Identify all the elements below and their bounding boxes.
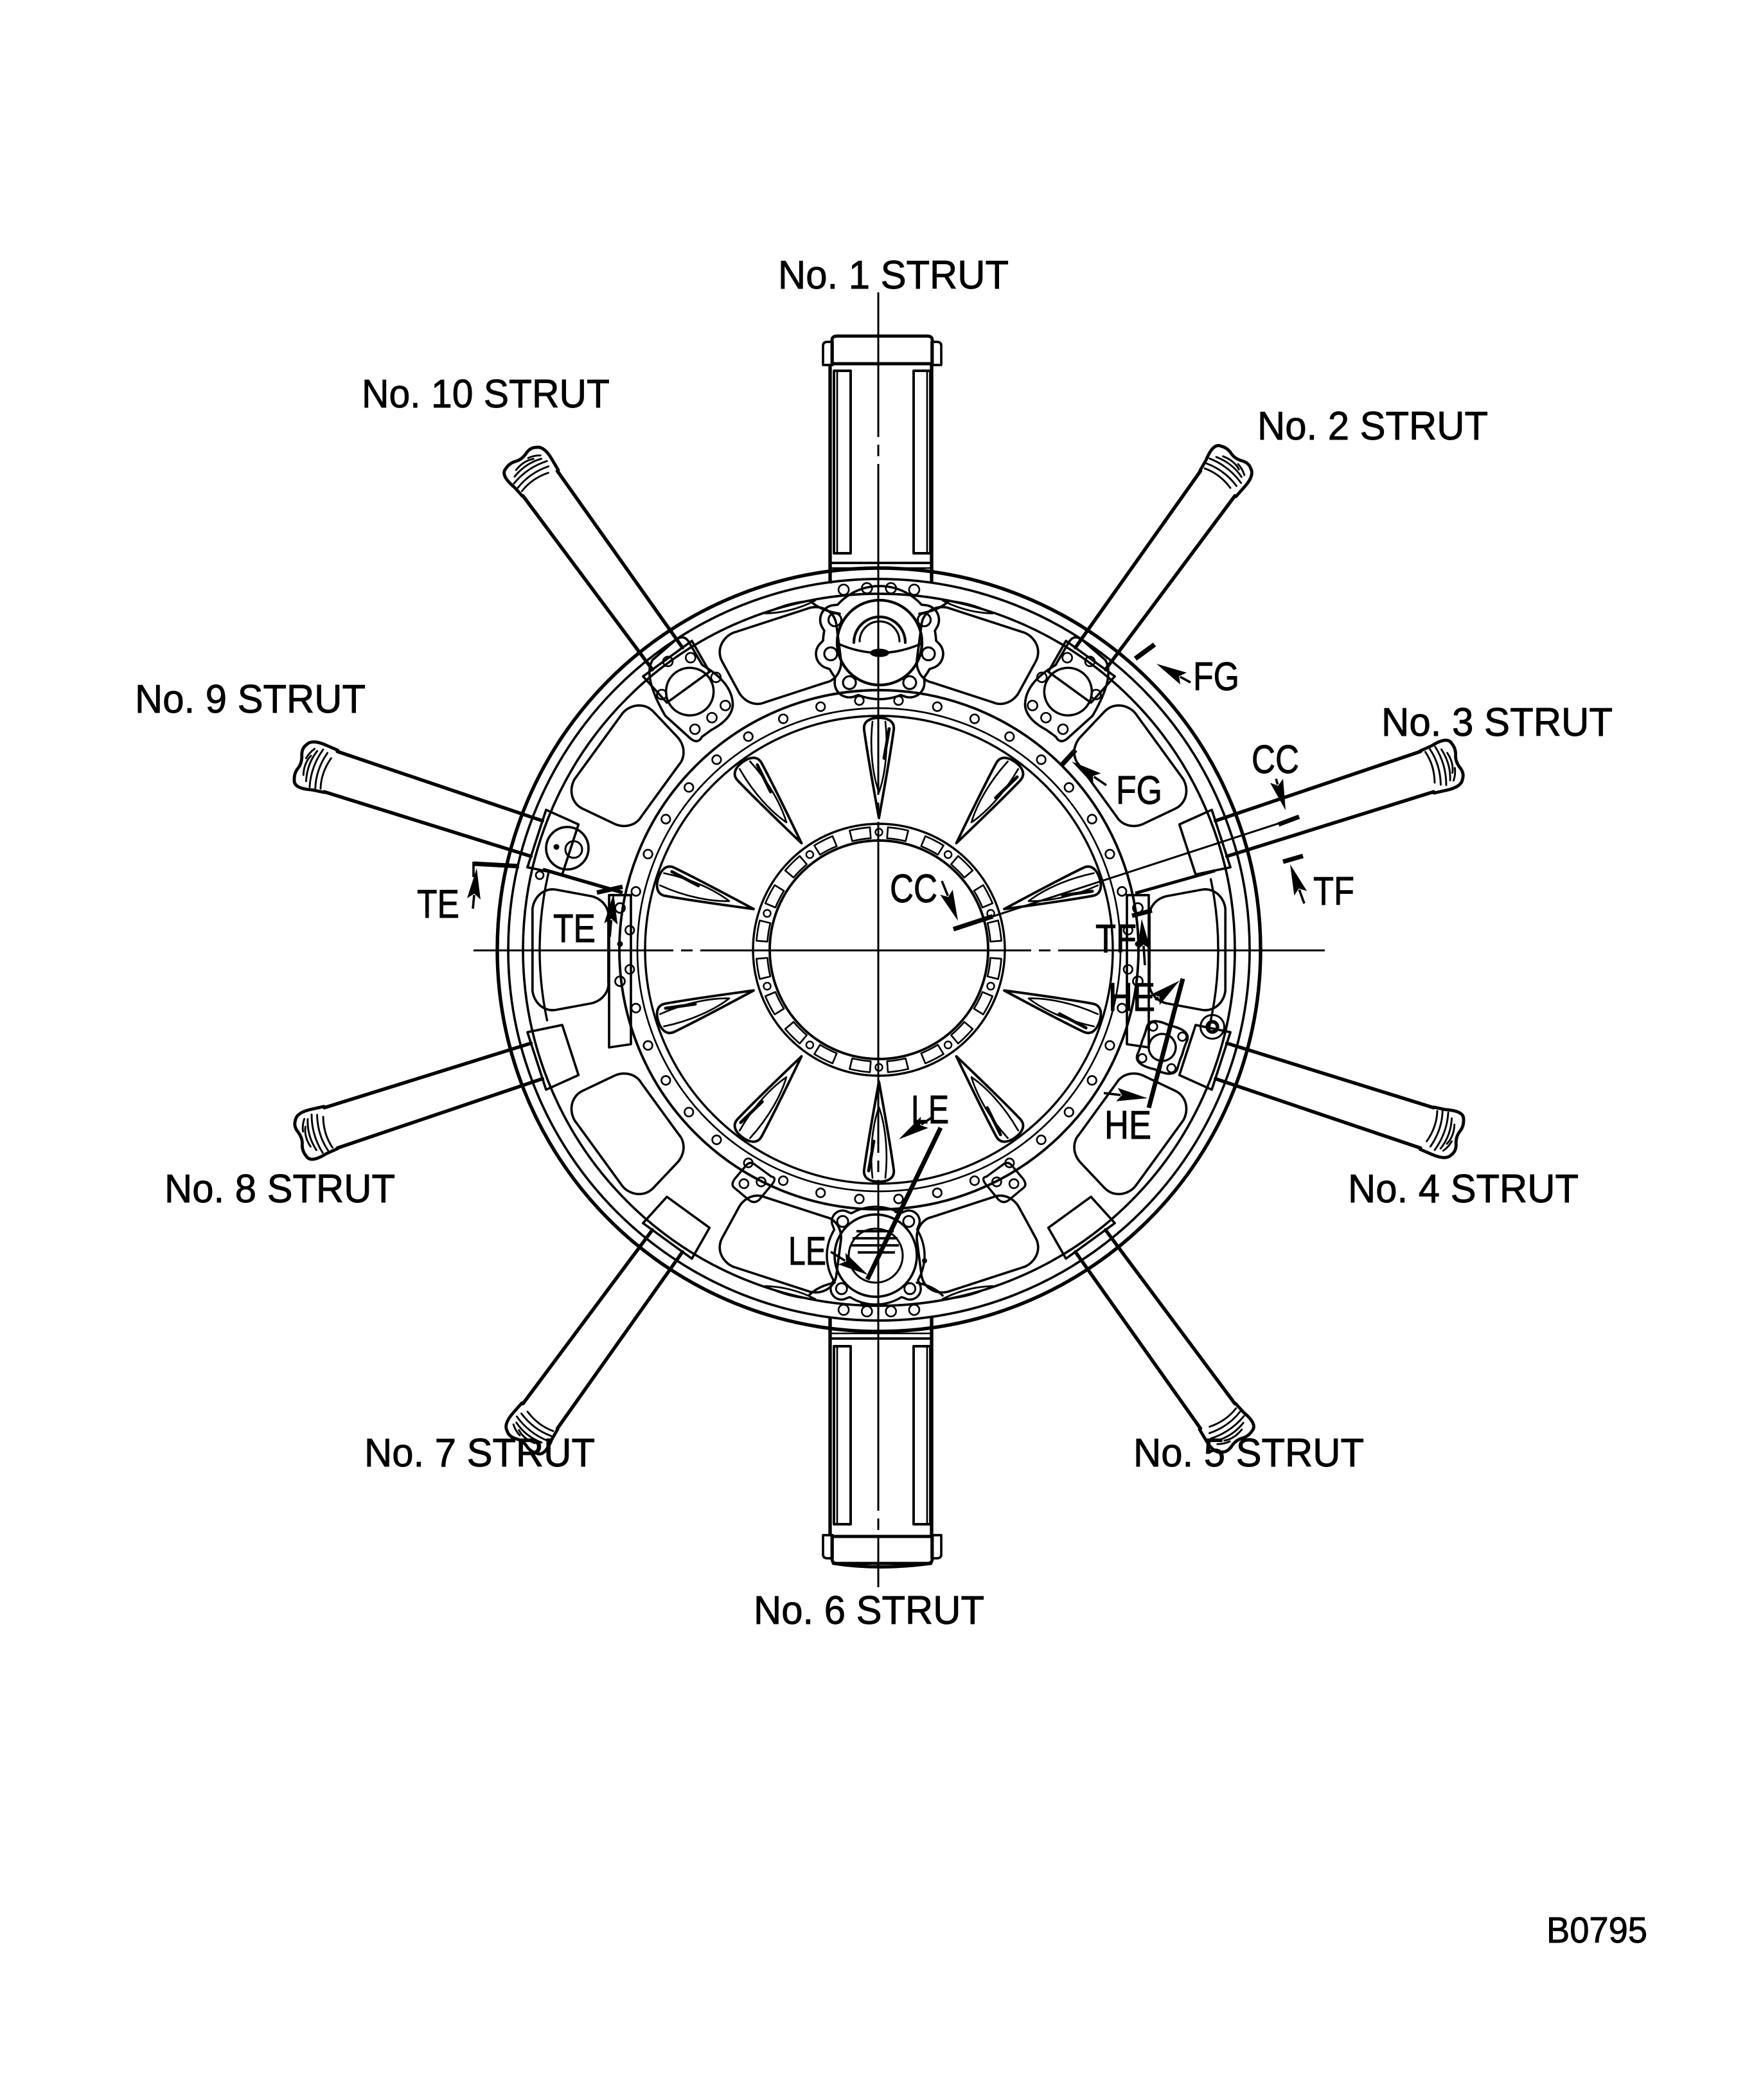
- svg-text:TE: TE: [417, 882, 459, 927]
- svg-text:No. 9 STRUT: No. 9 STRUT: [135, 677, 366, 722]
- svg-text:LE: LE: [788, 1229, 826, 1274]
- svg-text:No. 8 STRUT: No. 8 STRUT: [164, 1167, 395, 1211]
- svg-text:TF: TF: [1313, 869, 1354, 914]
- svg-text:HE: HE: [1108, 975, 1155, 1020]
- svg-text:CC: CC: [1252, 738, 1299, 782]
- svg-text:LE: LE: [911, 1088, 949, 1132]
- svg-text:No. 10 STRUT: No. 10 STRUT: [362, 372, 610, 416]
- svg-text:No. 4 STRUT: No. 4 STRUT: [1348, 1167, 1579, 1211]
- svg-text:No. 1 STRUT: No. 1 STRUT: [778, 253, 1009, 298]
- svg-text:No. 7 STRUT: No. 7 STRUT: [364, 1431, 595, 1475]
- svg-text:B0795: B0795: [1546, 1910, 1647, 1951]
- svg-text:TF: TF: [1095, 917, 1137, 961]
- svg-text:HE: HE: [1104, 1103, 1151, 1148]
- svg-text:FG: FG: [1116, 769, 1162, 813]
- svg-text:CC: CC: [890, 867, 937, 911]
- svg-text:No. 5 STRUT: No. 5 STRUT: [1133, 1431, 1364, 1475]
- svg-text:FG: FG: [1193, 655, 1239, 699]
- svg-text:No. 3 STRUT: No. 3 STRUT: [1381, 700, 1613, 745]
- svg-text:TE: TE: [553, 907, 596, 951]
- svg-text:No. 2 STRUT: No. 2 STRUT: [1257, 404, 1488, 449]
- svg-text:No. 6 STRUT: No. 6 STRUT: [754, 1588, 984, 1633]
